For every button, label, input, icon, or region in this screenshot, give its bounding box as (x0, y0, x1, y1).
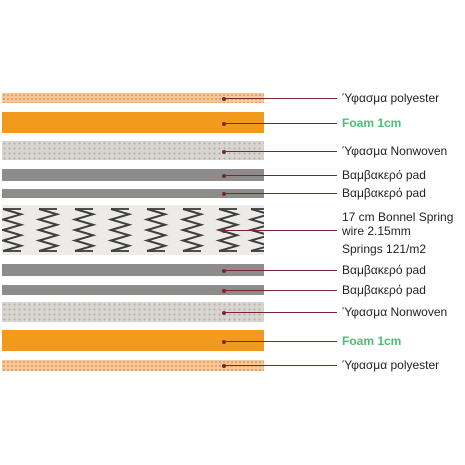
leader-line (224, 270, 337, 271)
cotton-pad-layer-3 (2, 264, 264, 276)
spring-coil-icon (35, 208, 61, 252)
leader-dot (222, 289, 226, 293)
leader-dot (222, 192, 226, 196)
leader-dot (222, 229, 226, 233)
leader-dot (222, 97, 226, 101)
spring-coil-icon (143, 208, 169, 252)
spring-coil-icon (71, 208, 97, 252)
nonwoven-layer-top (2, 141, 264, 160)
leader-line (224, 98, 337, 99)
leader-line (224, 230, 337, 231)
leader-dot (222, 150, 226, 154)
label-pad-4: Βαμβακερό pad (342, 283, 426, 297)
label-polyester-bottom: Ύφασμα polyester (342, 358, 440, 372)
label-pad-1: Βαμβακερό pad (342, 168, 426, 182)
cotton-pad-layer-1 (2, 169, 264, 181)
spring-coil-icon (215, 208, 241, 252)
polyester-layer-bottom (2, 360, 264, 371)
leader-line (224, 341, 337, 342)
leader-dot (222, 364, 226, 368)
foam-layer-bottom (2, 330, 264, 351)
label-polyester-top: Ύφασμα polyester (342, 91, 440, 105)
leader-line (224, 365, 337, 366)
leader-dot (222, 340, 226, 344)
leader-line (224, 312, 337, 313)
label-nonwoven-top: Ύφασμα Nonwoven (342, 144, 448, 158)
cotton-pad-layer-2 (2, 189, 264, 198)
leader-line (224, 123, 337, 124)
leader-line (224, 193, 337, 194)
label-nonwoven-bottom: Ύφασμα Nonwoven (342, 305, 448, 319)
leader-line (224, 151, 337, 152)
springs-graphic (2, 208, 264, 252)
label-springs-line-1: 17 cm Bonnel Spring (342, 210, 454, 224)
label-springs-line-2: wire 2.15mm (342, 224, 411, 238)
label-pad-2: Βαμβακερό pad (342, 186, 426, 200)
polyester-layer-top (2, 93, 264, 103)
leader-line (224, 175, 337, 176)
spring-coil-icon (179, 208, 205, 252)
leader-dot (222, 269, 226, 273)
bonnell-spring-layer (2, 205, 264, 255)
label-springs-line-3: Springs 121/m2 (342, 242, 427, 256)
spring-coil-icon (2, 208, 25, 252)
label-springs: 17 cm Bonnel Spring wire 2.15mm Springs … (342, 210, 453, 256)
leader-line (224, 290, 337, 291)
label-foam-top: Foam 1cm (342, 116, 402, 130)
spring-coil-icon (107, 208, 133, 252)
foam-layer-top (2, 112, 264, 133)
cotton-pad-layer-4 (2, 285, 264, 295)
nonwoven-layer-bottom (2, 302, 264, 322)
leader-dot (222, 174, 226, 178)
label-pad-3: Βαμβακερό pad (342, 263, 426, 277)
label-foam-bottom: Foam 1cm (342, 334, 402, 348)
leader-dot (222, 311, 226, 315)
leader-dot (222, 122, 226, 126)
